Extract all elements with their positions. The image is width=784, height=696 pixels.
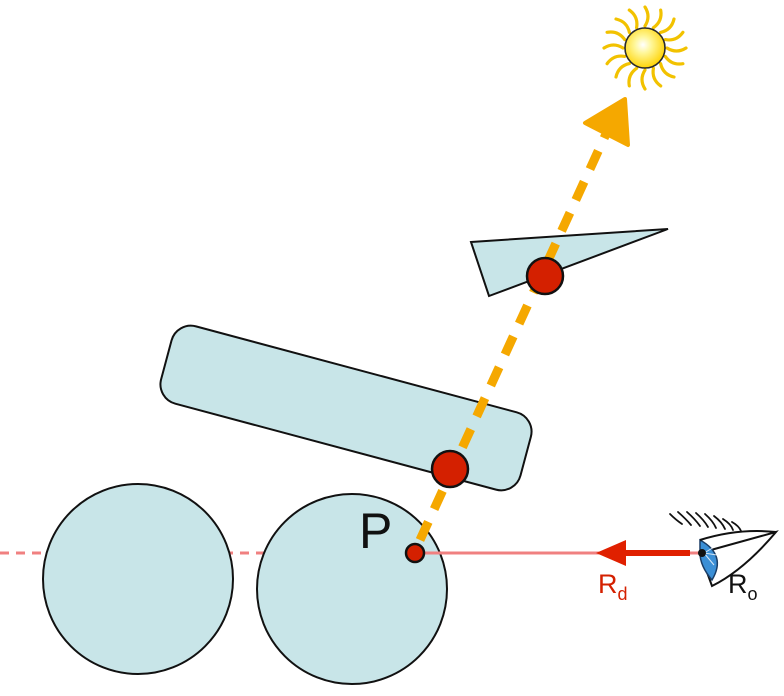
shadow-ray-arrowhead — [583, 97, 630, 147]
ray-direction-arrow — [596, 540, 690, 566]
sphere-left — [42, 483, 234, 675]
eye-icon — [669, 511, 779, 588]
sun-ray — [627, 66, 639, 88]
sun-ray — [659, 17, 676, 34]
sphere-right — [256, 493, 448, 685]
sun-ray — [651, 66, 663, 88]
occlusion-point-box — [430, 449, 470, 489]
sun-ray — [659, 62, 676, 79]
ray-direction-label: Rd — [598, 569, 628, 604]
sun-ray — [663, 30, 685, 42]
occluder-triangle — [469, 228, 669, 298]
sun-ray — [665, 46, 688, 53]
sun-ray — [605, 54, 627, 66]
sun-ray — [602, 43, 625, 50]
sun-ray — [605, 30, 627, 42]
sun-icon — [602, 5, 688, 91]
sun-ray — [643, 5, 650, 28]
sun-ray — [614, 62, 631, 79]
hit-point-p — [404, 542, 426, 564]
sun-ray — [627, 8, 639, 30]
ray-origin-label: Ro — [728, 569, 758, 604]
occlusion-point-triangle — [525, 256, 565, 296]
sun-core — [624, 27, 666, 69]
sun-ray — [663, 54, 685, 66]
sun-ray — [614, 17, 631, 34]
point-label-p: P — [359, 503, 392, 559]
sun-ray — [651, 8, 663, 30]
sun-ray — [640, 68, 647, 91]
occluder-box — [159, 324, 533, 492]
